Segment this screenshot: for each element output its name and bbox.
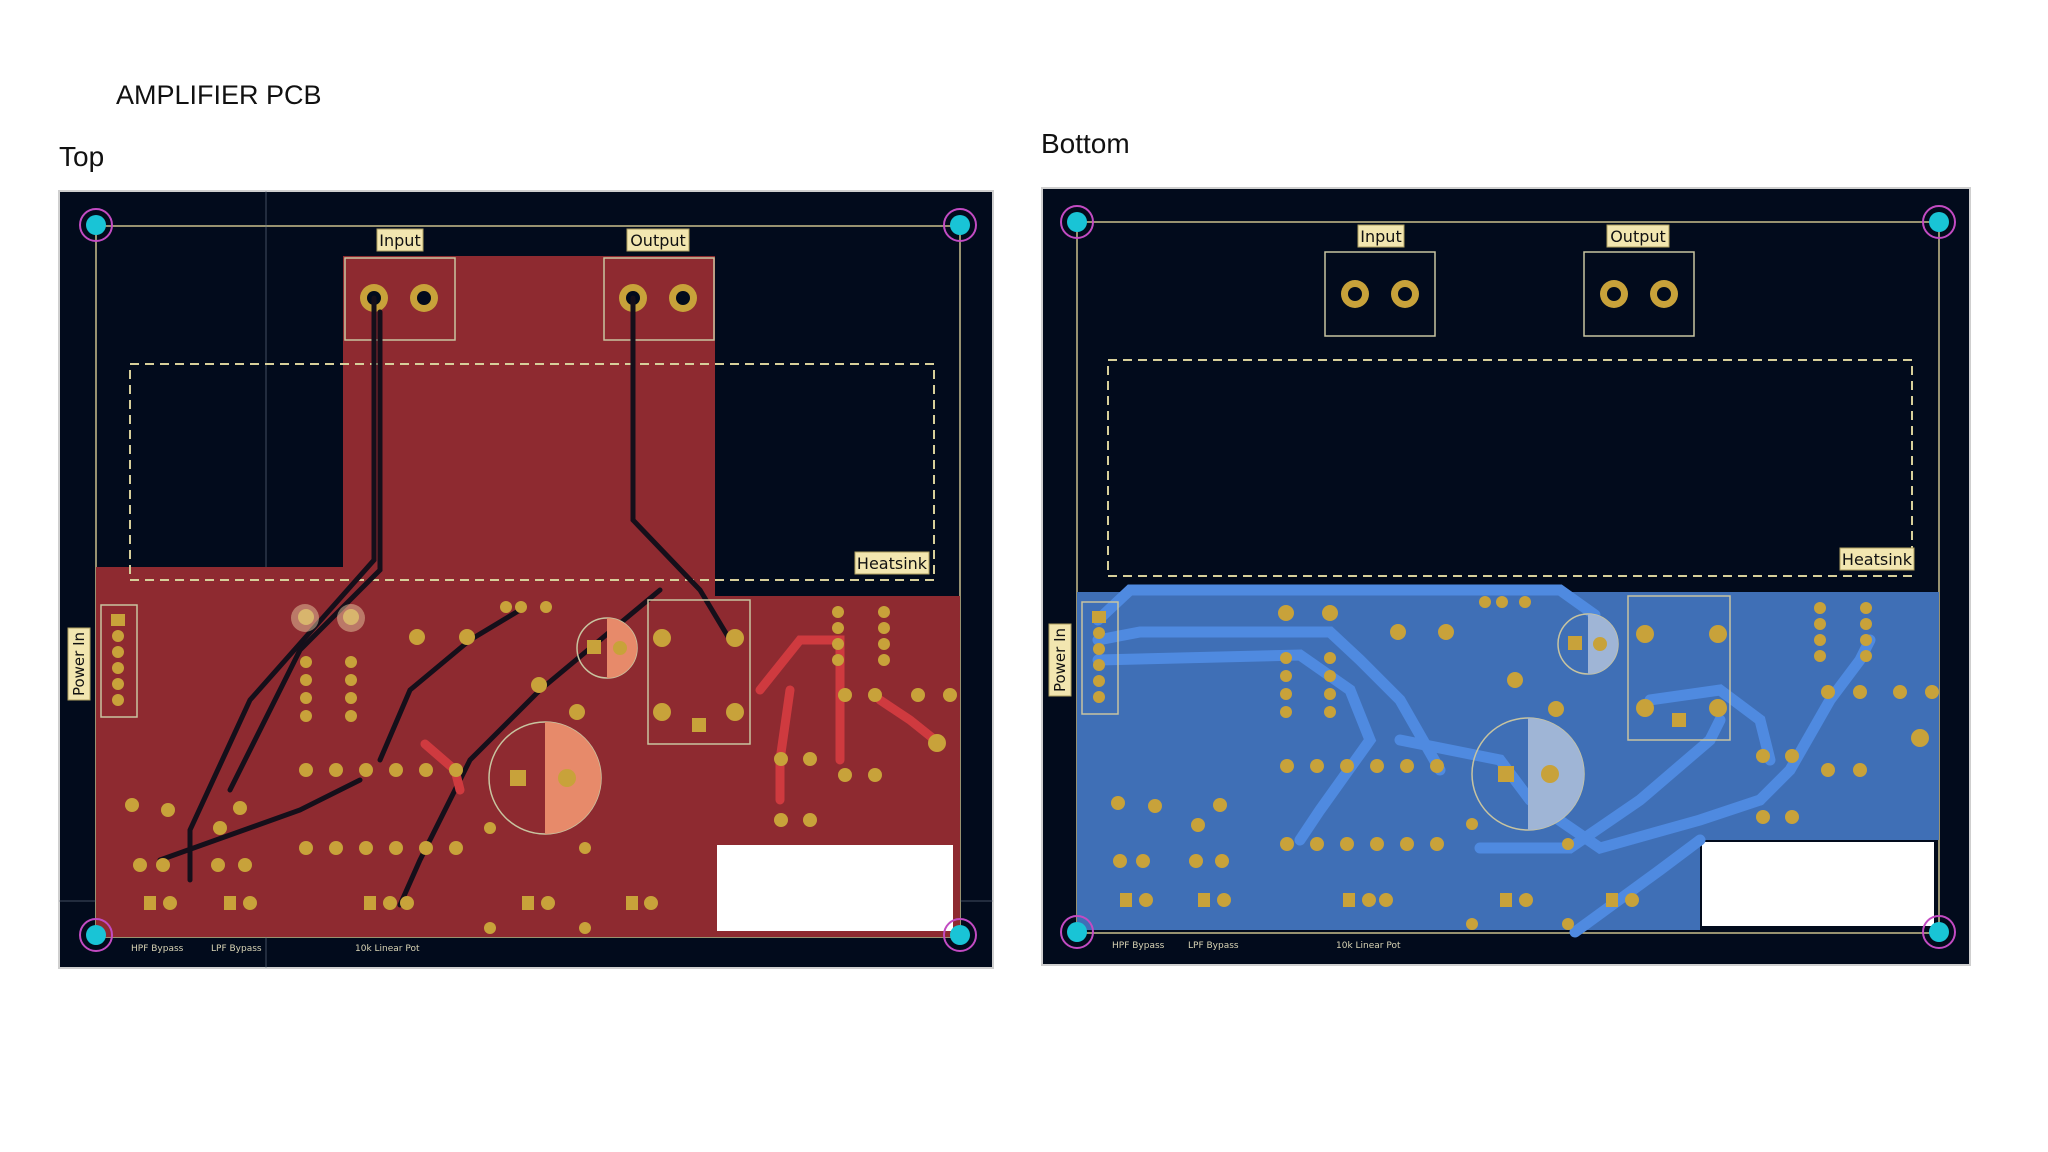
bottom-pot-label: 10k Linear Pot (1336, 941, 1401, 951)
bottom-hpf-label: HPF Bypass (1112, 941, 1165, 951)
blank-label-area (717, 845, 953, 931)
bottom-heatsink-label: Heatsink (1842, 550, 1913, 569)
top-input-label: Input (379, 231, 420, 250)
top-traces-red (420, 635, 940, 805)
bottom-label-tags (1048, 224, 1915, 697)
mount-holes-top (79, 208, 977, 952)
top-label-tags (67, 228, 930, 701)
page-title: AMPLIFIER PCB (116, 80, 322, 110)
top-view-heading: Top (59, 141, 105, 172)
bottom-input-label: Input (1360, 227, 1401, 246)
top-board: Input Output Heatsink Power In HPF Bypas… (58, 190, 994, 969)
bottom-output-label: Output (1610, 227, 1666, 246)
bottom-view-heading: Bottom (1041, 128, 1130, 159)
bottom-power-in-label: Power In (1051, 628, 1069, 692)
board-outline-bottom (1041, 187, 1971, 966)
top-lpf-label: LPF Bypass (211, 944, 262, 954)
cap-c9-polarity (545, 722, 601, 834)
heatsink-outline (129, 363, 935, 581)
bottom-copper-pour (1077, 592, 1939, 930)
top-power-in-label: Power In (70, 632, 88, 696)
board-outline (58, 190, 994, 969)
bottom-traces (1092, 584, 1876, 938)
board-edge-cut (95, 225, 961, 938)
cap-c9-outline (488, 721, 602, 835)
top-heatsink-label: Heatsink (857, 554, 928, 573)
top-component-pads (125, 601, 957, 934)
blank-label-area-bottom (1702, 842, 1934, 926)
top-hpf-label: HPF Bypass (131, 944, 184, 954)
top-output-label: Output (630, 231, 686, 250)
power-connector-outline (100, 604, 138, 718)
top-pot-label: 10k Linear Pot (355, 944, 420, 954)
input-connector-pads (360, 284, 438, 312)
heatsink-outline-bottom (1107, 359, 1913, 577)
top-traces-dark (157, 295, 733, 908)
output-connector-pads (619, 284, 697, 312)
bottom-board: Input Output Heatsink Power In HPF Bypas… (1041, 187, 1971, 966)
bottom-lpf-label: LPF Bypass (1188, 941, 1239, 951)
bottom-component-pads (1111, 596, 1939, 930)
top-copper-pour (96, 256, 960, 937)
mount-holes-bottom (1060, 205, 1956, 949)
